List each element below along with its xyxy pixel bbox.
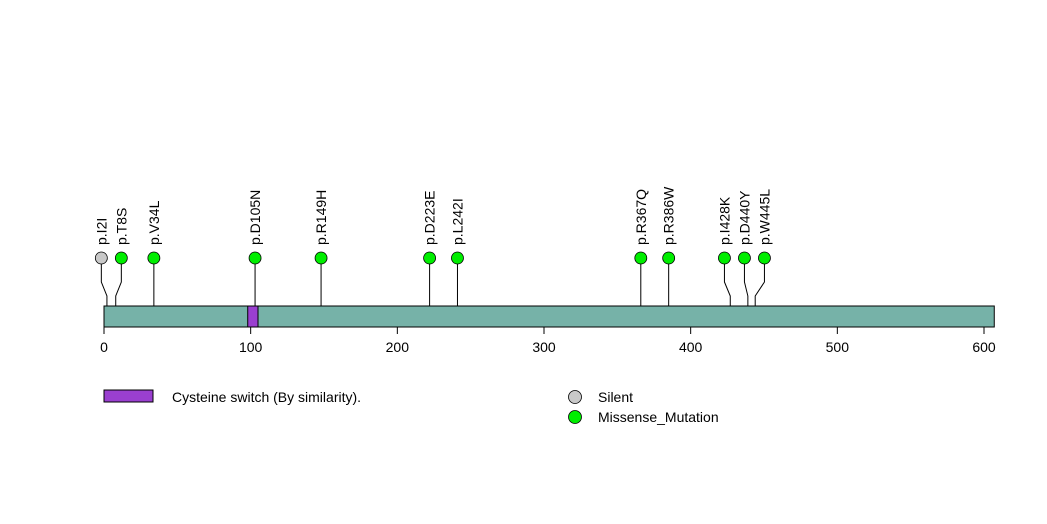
mutation-label-8: p.R386W	[661, 186, 677, 245]
mutation-label-6: p.L242I	[449, 198, 465, 245]
x-tick-label-0: 0	[100, 339, 108, 355]
legend-marker-0	[568, 390, 582, 404]
mutation-head-0	[94, 251, 108, 265]
protein-bar-group	[103, 305, 995, 328]
legend-label-1: Missense_Mutation	[598, 409, 719, 425]
mutation-label-11: p.W445L	[756, 189, 772, 245]
x-tick-label-4: 400	[679, 339, 703, 355]
mutation-label-10: p.D440Y	[736, 190, 752, 245]
x-tick-label-2: 200	[386, 339, 410, 355]
mutation-label-5: p.D223E	[422, 191, 438, 245]
x-tick-label-6: 600	[972, 339, 996, 355]
x-tick-label-1: 100	[239, 339, 263, 355]
legend-marker-1	[568, 410, 582, 424]
mutation-label-7: p.R367Q	[633, 189, 649, 245]
mutation-head-2	[147, 251, 161, 265]
mutation-head-6	[451, 251, 464, 265]
mutation-head-3	[248, 251, 262, 265]
legend: Cysteine switch (By similarity). SilentMi…	[103, 389, 719, 425]
x-axis: 0 100 200 300 400 500 600	[100, 326, 996, 355]
x-tick-label-5: 500	[826, 339, 850, 355]
mutation-head-7	[634, 251, 648, 265]
mutation-label-0: p.I2I	[93, 218, 109, 245]
mutation-label-3: p.D105N	[247, 190, 263, 245]
legend-domain-swatch-0	[103, 389, 154, 403]
mutation-head-10	[738, 251, 751, 265]
mutation-label-2: p.V34L	[146, 200, 162, 245]
mutation-head-5	[423, 251, 437, 265]
mutation-head-9	[718, 251, 731, 265]
mutation-heads	[94, 251, 771, 265]
mutation-head-4	[314, 251, 328, 265]
mutation-head-8	[662, 251, 676, 265]
mutation-label-9: p.I428K	[716, 196, 732, 245]
mutation-head-11	[758, 251, 771, 265]
mutation-head-1	[114, 251, 128, 265]
domain-0	[247, 305, 259, 328]
mutation-label-4: p.R149H	[313, 190, 329, 245]
x-tick-label-3: 300	[532, 339, 556, 355]
legend-label-0: Silent	[598, 389, 633, 405]
protein-bar	[103, 305, 995, 328]
legend-domain-label-0: Cysteine switch (By similarity).	[172, 389, 361, 405]
mutation-label-1: p.T8S	[113, 208, 129, 245]
